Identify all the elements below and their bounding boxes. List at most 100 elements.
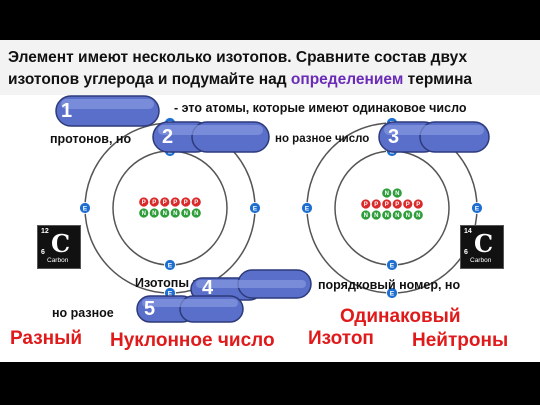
proton: P — [180, 196, 192, 208]
proton: P — [169, 196, 181, 208]
neutron: N — [381, 187, 393, 199]
blank-number: 3 — [388, 126, 400, 148]
protons-but-text: протонов, но — [50, 132, 132, 146]
svg-text:N: N — [184, 211, 188, 217]
definition-start-text: - это атомы, которые имеют одинаковое чи… — [174, 101, 467, 115]
svg-text:P: P — [416, 202, 420, 208]
header-line-2-suffix: термина — [403, 71, 473, 88]
tile-atomic-number: 6 — [464, 249, 468, 256]
proton: P — [190, 196, 202, 208]
blank-5[interactable]: 5 — [136, 294, 244, 324]
blank-1[interactable]: 1 — [55, 94, 160, 128]
proton: P — [391, 198, 403, 210]
electron: E — [471, 202, 483, 214]
tile-symbol: C — [474, 229, 494, 258]
atomic-number-but-text: порядковый номер, но — [318, 278, 461, 292]
neutron: N — [159, 207, 171, 219]
svg-text:E: E — [83, 205, 88, 212]
header-line-2: изотопов углерода и подумайте над опреде… — [8, 71, 472, 89]
svg-text:N: N — [395, 191, 399, 197]
svg-text:P: P — [142, 200, 146, 206]
svg-text:P: P — [374, 202, 378, 208]
but-different-text: но разное — [52, 306, 114, 320]
electron: E — [386, 287, 398, 299]
proton: P — [360, 198, 372, 210]
blank-number: 5 — [144, 298, 156, 320]
svg-text:P: P — [184, 200, 188, 206]
blob-shape — [378, 121, 490, 153]
carbon-14-tile: 14 6 C Carbon — [460, 225, 504, 269]
blob-shape — [136, 295, 244, 323]
proton: P — [402, 198, 414, 210]
blob-shape — [152, 121, 270, 153]
neutron: N — [360, 209, 372, 221]
header-line-2-prefix: изотопов углерода и подумайте над — [8, 71, 291, 88]
electron: E — [164, 259, 176, 271]
answer-word-different[interactable]: Разный — [10, 328, 83, 349]
svg-text:N: N — [406, 213, 410, 219]
svg-text:P: P — [395, 202, 399, 208]
proton: P — [381, 198, 393, 210]
tile-name: Carbon — [47, 257, 69, 264]
answer-word-isotope[interactable]: Изотоп — [308, 328, 374, 349]
header-line-1: Элемент имеют несколько изотопов. Сравни… — [8, 49, 468, 66]
answer-word-nucleon-number[interactable]: Нуклонное число — [110, 330, 275, 351]
svg-text:N: N — [416, 213, 420, 219]
tile-name: Carbon — [470, 257, 492, 264]
proton: P — [159, 196, 171, 208]
neutron: N — [381, 209, 393, 221]
svg-text:N: N — [385, 213, 389, 219]
svg-text:P: P — [152, 200, 156, 206]
svg-text:P: P — [194, 200, 198, 206]
answer-word-same[interactable]: Одинаковый — [340, 306, 461, 327]
neutron: N — [148, 207, 160, 219]
neutron: N — [391, 209, 403, 221]
electron: E — [301, 202, 313, 214]
answer-word-neutrons[interactable]: Нейтроны — [412, 330, 509, 351]
neutron: N — [190, 207, 202, 219]
electron: E — [249, 202, 261, 214]
neutron: N — [370, 209, 382, 221]
neutron: N — [402, 209, 414, 221]
svg-text:N: N — [395, 213, 399, 219]
svg-text:N: N — [173, 211, 177, 217]
but-different-number-text: но разное число — [275, 133, 370, 145]
neutron: N — [138, 207, 150, 219]
svg-text:P: P — [406, 202, 410, 208]
electron: E — [386, 259, 398, 271]
proton: P — [370, 198, 382, 210]
blank-number: 4 — [202, 277, 214, 299]
svg-text:P: P — [173, 200, 177, 206]
neutron: N — [169, 207, 181, 219]
proton: P — [412, 198, 424, 210]
svg-text:N: N — [385, 191, 389, 197]
neutron: N — [391, 187, 403, 199]
svg-text:P: P — [364, 202, 368, 208]
neutron: N — [412, 209, 424, 221]
blank-3[interactable]: 3 — [378, 120, 490, 154]
tile-mass-number: 14 — [464, 228, 472, 235]
blank-2[interactable]: 2 — [152, 120, 270, 154]
svg-text:N: N — [374, 213, 378, 219]
svg-text:E: E — [168, 290, 173, 297]
svg-text:N: N — [194, 211, 198, 217]
svg-text:N: N — [364, 213, 368, 219]
svg-text:E: E — [305, 205, 310, 212]
svg-text:E: E — [475, 205, 480, 212]
blob-shape — [55, 95, 160, 127]
svg-text:P: P — [385, 202, 389, 208]
svg-text:N: N — [142, 211, 146, 217]
blank-number: 2 — [162, 126, 174, 148]
carbon-12-tile: 12 6 C Carbon — [37, 225, 81, 269]
proton: P — [148, 196, 160, 208]
svg-text:E: E — [253, 205, 258, 212]
svg-text:E: E — [390, 290, 395, 297]
tile-mass-number: 12 — [41, 228, 49, 235]
inner-orbit — [334, 150, 450, 266]
svg-text:E: E — [168, 262, 173, 269]
neutron: N — [180, 207, 192, 219]
proton: P — [138, 196, 150, 208]
svg-text:P: P — [163, 200, 167, 206]
slide-header: Элемент имеют несколько изотопов. Сравни… — [0, 40, 540, 95]
blank-number: 1 — [61, 100, 73, 122]
